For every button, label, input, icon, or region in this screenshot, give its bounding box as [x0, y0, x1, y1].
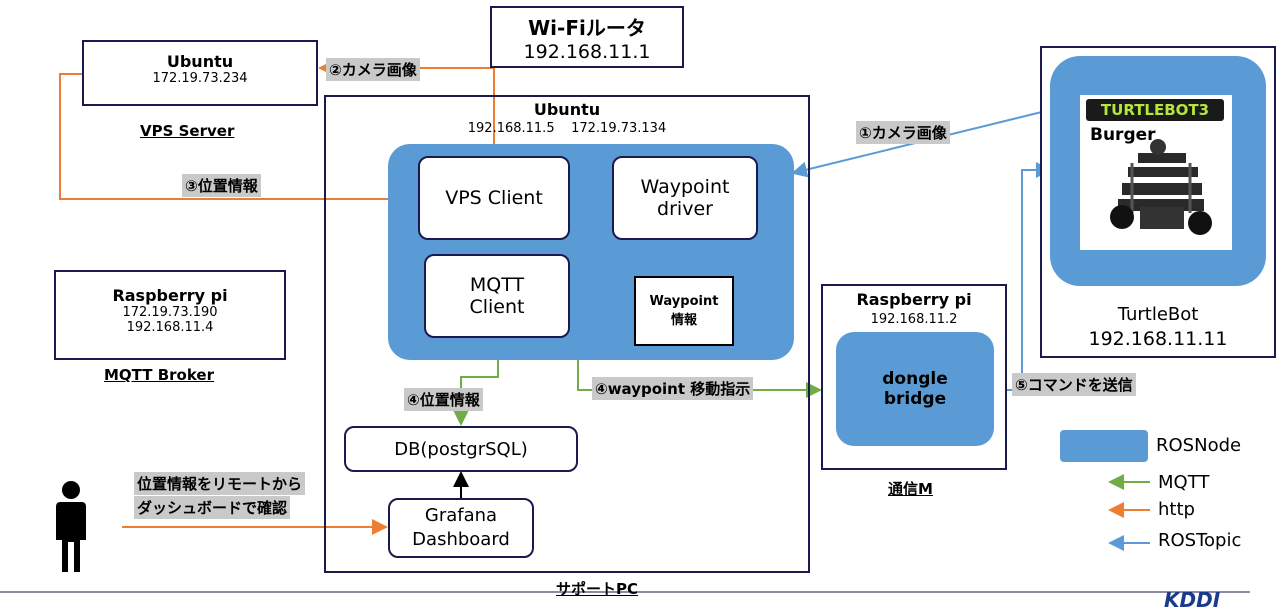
- wifi-router-ip: 192.168.11.1: [523, 41, 651, 63]
- mqtt-broker-ip1: 172.19.73.190: [122, 305, 218, 320]
- grafana-node: Grafana Dashboard: [388, 498, 534, 558]
- mqtt-client-node: MQTT Client: [424, 254, 570, 338]
- legend-rostopic-label: ROSTopic: [1158, 530, 1242, 551]
- support-pc-caption: サポートPC: [556, 580, 639, 598]
- mqtt-broker-title: Raspberry pi: [112, 286, 228, 305]
- support-pc-ips: 192.168.11.5 172.19.73.134: [467, 121, 667, 136]
- turtlebot-name: TurtleBot: [1117, 304, 1199, 325]
- grafana-line2: Dashboard: [412, 529, 510, 550]
- waypoint-info-line1: Waypoint: [649, 294, 719, 309]
- wifi-router-box: Wi-Fiルータ 192.168.11.1: [490, 6, 684, 68]
- label-camera-image-2: ②カメラ画像: [326, 58, 420, 81]
- mqtt-broker-box: Raspberry pi 172.19.73.190 192.168.11.4: [54, 270, 286, 360]
- turtlebot-ip: 192.168.11.11: [1088, 328, 1228, 350]
- support-pc-box: Ubuntu 192.168.11.5 172.19.73.134: [324, 95, 810, 573]
- label-location-4: ④位置情報: [404, 388, 483, 411]
- turtlebot-model: Burger: [1090, 125, 1156, 145]
- vps-server-ip: 172.19.73.234: [152, 71, 248, 86]
- dongle-bridge-line2: bridge: [883, 389, 947, 409]
- vps-server-caption: VPS Server: [140, 122, 235, 140]
- vps-client-label: VPS Client: [445, 187, 543, 209]
- tsushin-ip: 192.168.11.2: [870, 312, 958, 327]
- turtlebot-image: TURTLEBOT3 Burger: [1080, 95, 1232, 250]
- waypoint-driver-line2: driver: [657, 198, 713, 220]
- dongle-bridge-node: dongle bridge: [836, 332, 994, 446]
- vps-client-node: VPS Client: [418, 156, 570, 240]
- mqtt-client-line2: Client: [469, 296, 525, 318]
- db-label: DB(postgrSQL): [394, 438, 528, 460]
- tsushin-caption: 通信M: [888, 480, 933, 498]
- label-person-line1: 位置情報をリモートから: [134, 472, 306, 495]
- flow-location-to-vps-client: [59, 73, 418, 207]
- robot-icon: [1110, 139, 1212, 235]
- legend-rosnode-label: ROSNode: [1156, 435, 1242, 456]
- mqtt-client-line1: MQTT: [469, 274, 525, 296]
- mqtt-broker-caption: MQTT Broker: [104, 366, 214, 384]
- db-node: DB(postgrSQL): [344, 426, 578, 472]
- turtlebot-logo: TURTLEBOT3: [1086, 99, 1224, 121]
- mqtt-broker-ip2: 192.168.11.4: [126, 320, 214, 335]
- label-waypoint-move: ④waypoint 移動指示: [592, 377, 754, 400]
- vps-server-title: Ubuntu: [166, 52, 234, 71]
- waypoint-info-line2: 情報: [670, 313, 697, 328]
- waypoint-driver-line1: Waypoint: [640, 176, 730, 198]
- vps-server-box: Ubuntu 172.19.73.234: [82, 40, 318, 106]
- label-camera-image-1: ①カメラ画像: [856, 121, 950, 144]
- waypoint-info-box: Waypoint 情報: [634, 276, 734, 346]
- label-person-line2: ダッシュボードで確認: [134, 496, 291, 519]
- label-location-3: ③位置情報: [182, 174, 261, 197]
- dongle-bridge-line1: dongle: [882, 369, 948, 389]
- flow-command-to-turtlebot: [995, 162, 1052, 391]
- wifi-router-title: Wi-Fiルータ: [528, 16, 646, 40]
- tsushin-title: Raspberry pi: [856, 290, 972, 309]
- legend-mqtt-label: MQTT: [1158, 472, 1210, 493]
- legend-http-label: http: [1158, 499, 1195, 520]
- label-send-command: ⑤コマンドを送信: [1012, 373, 1136, 396]
- support-pc-title: Ubuntu: [533, 100, 601, 119]
- grafana-line1: Grafana: [424, 505, 498, 526]
- legend-rosnode-swatch: [1060, 430, 1148, 462]
- kddi-logo: KDDI: [1164, 588, 1221, 612]
- waypoint-driver-node: Waypoint driver: [612, 156, 758, 240]
